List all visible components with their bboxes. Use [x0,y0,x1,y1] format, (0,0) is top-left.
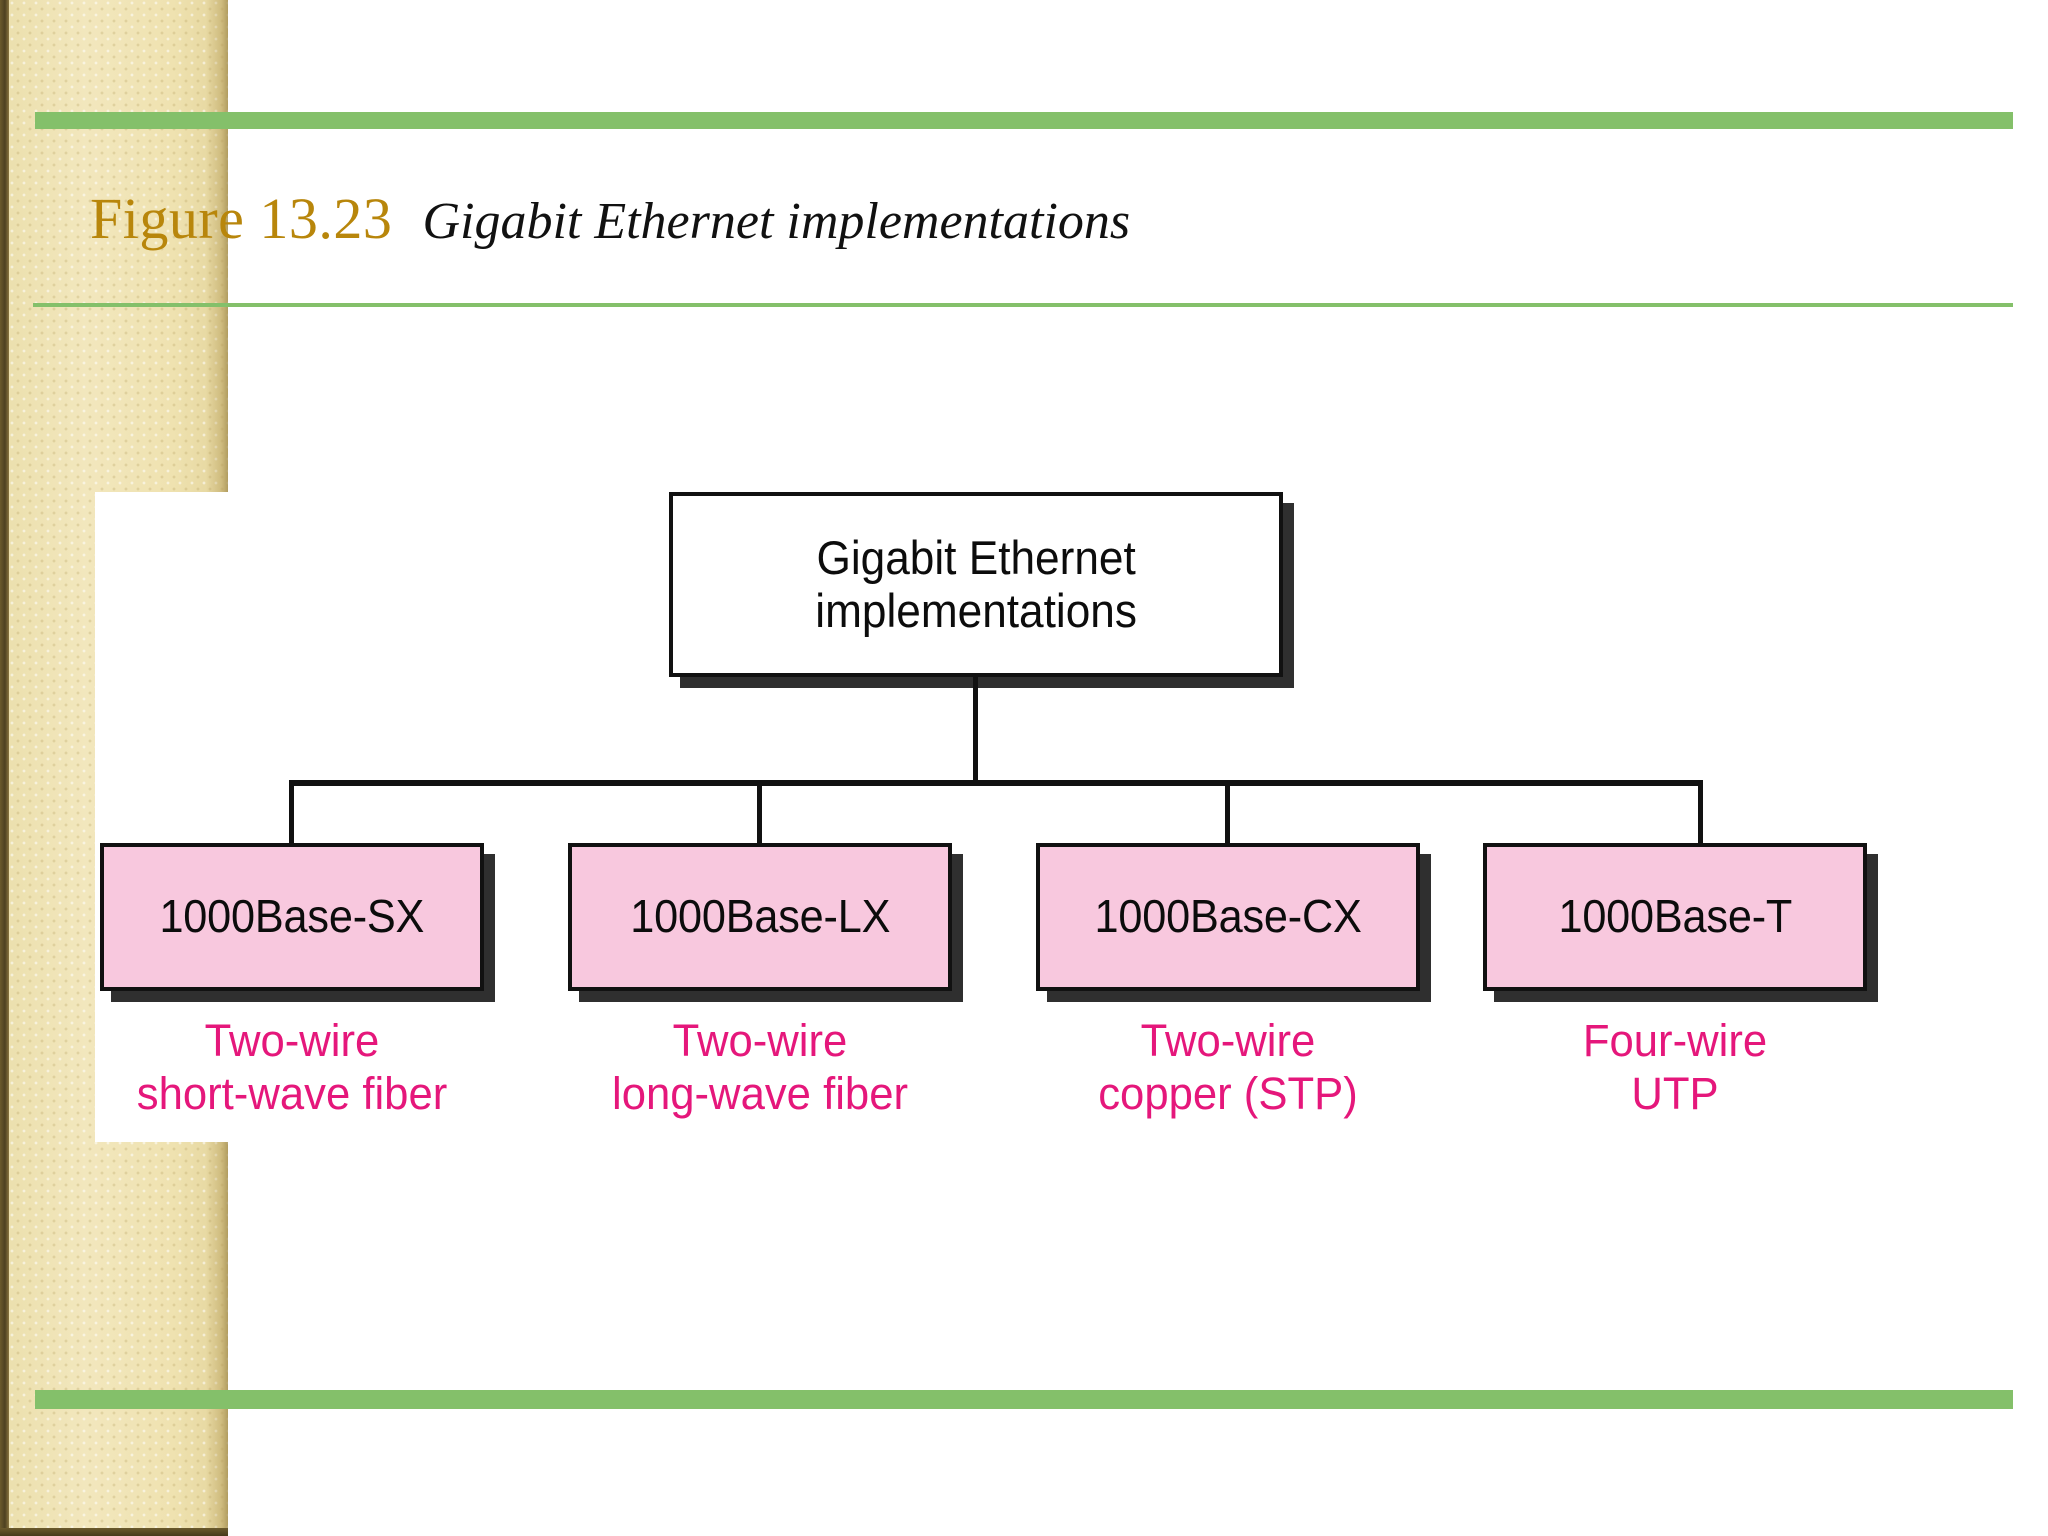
tree-node-1000base-sx: 1000Base-SX [100,843,484,991]
left-decorative-band [9,0,228,1536]
tree-node-caption-1000base-cx: Two-wire copper (STP) [1098,1015,1358,1119]
tree-node-1000base-cx: 1000Base-CX [1036,843,1420,991]
tree-node-caption-1000base-t: Four-wire UTP [1582,1015,1768,1119]
tree-node-1000base-t: 1000Base-T [1483,843,1867,991]
bottom-green-rule [35,1390,2013,1409]
figure-title: Gigabit Ethernet implementations [422,193,1131,250]
top-green-rule [35,112,2013,129]
connector-horizontal-bus [289,780,1703,786]
tree-node-label: 1000Base-T [1558,890,1792,943]
left-band-edge [0,0,9,1536]
connector-drop-2 [757,784,762,844]
figure-number: Figure 13.23 [90,186,393,251]
tree-node-root: Gigabit Ethernet implementations [669,492,1283,677]
tree-node-label: 1000Base-LX [630,890,890,943]
tree-node-label: 1000Base-SX [159,890,425,943]
connector-drop-1 [289,784,294,844]
connector-drop-4 [1698,784,1703,844]
tree-node-root-label: Gigabit Ethernet implementations [815,530,1137,637]
page-title: Figure 13.23 Gigabit Ethernet implementat… [90,185,1590,252]
tree-node-1000base-lx: 1000Base-LX [568,843,952,991]
tree-node-label: 1000Base-CX [1094,890,1362,943]
connector-trunk [973,677,978,784]
connector-drop-3 [1225,784,1230,844]
title-underline-rule [33,303,2013,307]
tree-node-caption-1000base-lx: Two-wire long-wave fiber [611,1015,909,1119]
left-band-bottom-rule [0,1528,228,1536]
tree-node-caption-1000base-sx: Two-wire short-wave fiber [136,1015,448,1119]
